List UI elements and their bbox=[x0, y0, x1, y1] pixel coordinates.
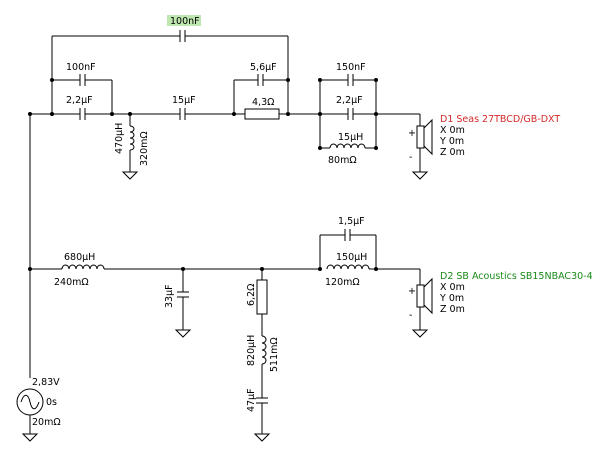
woofer-plus-label: + bbox=[408, 286, 416, 297]
woofer-driver-magnet bbox=[416, 284, 425, 308]
tweeter-plus-label: + bbox=[408, 128, 416, 139]
woofer-l-trap-label: 150µH bbox=[336, 252, 367, 263]
tweeter-driver-x: X 0m bbox=[440, 125, 465, 136]
woofer-c-shunt-label: 33µF bbox=[164, 284, 175, 308]
tweeter-c-trap-mid-label: 2,2µF bbox=[336, 95, 363, 106]
woofer-c-trap-label: 1,5µF bbox=[338, 216, 365, 227]
tweeter-driver-magnet bbox=[416, 125, 425, 149]
header-cap-highlight bbox=[167, 15, 201, 26]
woofer-l-trap-r-label: 120mΩ bbox=[325, 277, 360, 288]
tweeter-l-trap-label: 15µH bbox=[338, 132, 363, 143]
source-phase-label: 0s bbox=[46, 397, 57, 408]
tweeter-trap-inductor bbox=[329, 143, 366, 149]
tweeter-l-trap-r-label: 80mΩ bbox=[328, 155, 357, 166]
ground-icon bbox=[411, 171, 429, 180]
ground-icon bbox=[174, 329, 192, 338]
source-voltage-label: 2,83V bbox=[32, 377, 60, 388]
woofer-c-zobel-label: 47µF bbox=[246, 388, 257, 412]
woofer-series-inductor bbox=[61, 264, 105, 270]
tweeter-l-shunt-label: 470µH bbox=[114, 123, 125, 154]
woofer-driver-name: D2 SB Acoustics SB15NBAC30-4 bbox=[440, 271, 593, 282]
woofer-driver-z: Z 0m bbox=[440, 304, 465, 315]
woofer-l-series-r-label: 240mΩ bbox=[54, 277, 89, 288]
tweeter-driver-z: Z 0m bbox=[440, 147, 465, 158]
ground-icon bbox=[253, 433, 271, 442]
tweeter-speaker-icon bbox=[423, 118, 433, 156]
woofer-minus-label: - bbox=[409, 310, 412, 321]
tweeter-c-series1-label: 2,2µF bbox=[66, 95, 93, 106]
woofer-driver-x: X 0m bbox=[440, 282, 465, 293]
woofer-zobel-resistor bbox=[256, 279, 268, 315]
tweeter-shunt-inductor bbox=[129, 125, 135, 151]
header-cap-label: 100nF bbox=[170, 16, 200, 27]
ground-icon bbox=[121, 171, 139, 180]
tweeter-c-series2-label: 15µF bbox=[172, 95, 196, 106]
tweeter-r-notch-label: 4,3Ω bbox=[252, 97, 274, 108]
ground-icon bbox=[411, 329, 429, 338]
ground-icon bbox=[21, 433, 39, 442]
tweeter-driver-y: Y 0m bbox=[439, 136, 464, 147]
tweeter-driver-name: D1 Seas 27TBCD/GB-DXT bbox=[440, 114, 560, 125]
source-resistance-label: 20mΩ bbox=[32, 417, 61, 428]
tweeter-c-trap-top-label: 150nF bbox=[336, 62, 366, 73]
woofer-trap-inductor bbox=[326, 264, 370, 270]
tweeter-notch-resistor bbox=[244, 108, 280, 120]
woofer-driver-y: Y 0m bbox=[439, 293, 464, 304]
sine-wave-icon bbox=[20, 394, 40, 410]
woofer-l-series-label: 680µH bbox=[64, 252, 95, 263]
tweeter-minus-label: - bbox=[409, 152, 412, 163]
woofer-speaker-icon bbox=[423, 277, 433, 315]
woofer-r-zobel-label: 6,2Ω bbox=[246, 284, 257, 306]
tweeter-l-shunt-r-label: 320mΩ bbox=[139, 131, 150, 166]
woofer-l-zobel-r-label: 511mΩ bbox=[269, 337, 280, 372]
tweeter-c-par-top-label: 100nF bbox=[66, 62, 96, 73]
tweeter-c-notch-label: 5,6µF bbox=[250, 62, 277, 73]
woofer-zobel-inductor bbox=[261, 335, 267, 365]
woofer-l-zobel-label: 820µH bbox=[246, 335, 257, 366]
